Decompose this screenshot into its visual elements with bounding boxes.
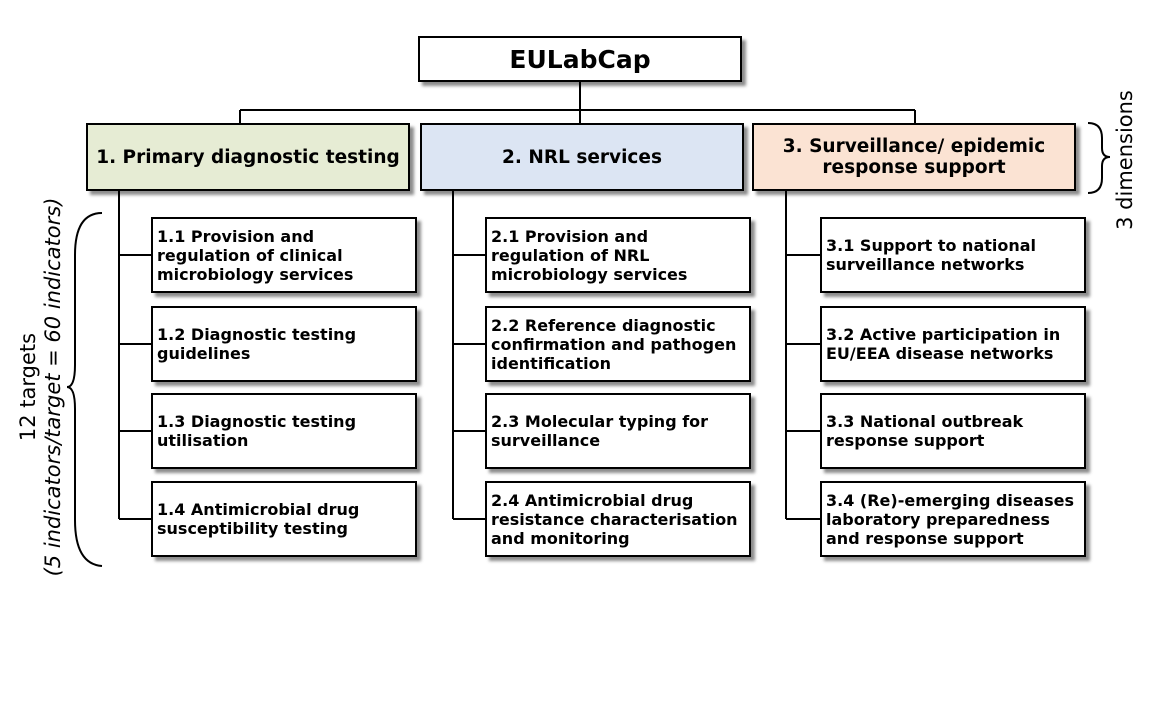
target-2-3: 2.3 Molecular typing for surveillance	[485, 393, 751, 469]
dimension-label: 1. Primary diagnostic testing	[96, 146, 400, 168]
target-label: 2.3 Molecular typing for surveillance	[491, 412, 709, 450]
target-label: 2.4 Antimicrobial drug resistance charac…	[491, 490, 738, 548]
root-node: EULabCap	[418, 36, 742, 82]
dimension-label: 2. NRL services	[502, 146, 662, 168]
targets-count-label: 12 targets	[16, 332, 40, 442]
target-label: 3.4 (Re)-emerging diseases laboratory pr…	[826, 490, 1074, 548]
target-2-1: 2.1 Provision and regulation of NRL micr…	[485, 217, 751, 293]
target-label: 3.1 Support to national surveillance net…	[826, 236, 1037, 274]
indicators-count-label: (5 indicators/target = 60 indicators)	[41, 197, 65, 577]
target-label: 2.1 Provision and regulation of NRL micr…	[491, 226, 688, 284]
target-2-4: 2.4 Antimicrobial drug resistance charac…	[485, 481, 751, 557]
target-3-1: 3.1 Support to national surveillance net…	[820, 217, 1086, 293]
target-label: 3.2 Active participation in EU/EEA disea…	[826, 325, 1061, 363]
root-label: EULabCap	[509, 44, 651, 74]
target-3-3: 3.3 National outbreak response support	[820, 393, 1086, 469]
target-label: 1.4 Antimicrobial drug susceptibility te…	[157, 500, 360, 538]
dimension-primary-diagnostic-testing: 1. Primary diagnostic testing	[86, 123, 410, 191]
target-3-4: 3.4 (Re)-emerging diseases laboratory pr…	[820, 481, 1086, 557]
target-1-3: 1.3 Diagnostic testing utilisation	[151, 393, 417, 469]
target-label: 3.3 National outbreak response support	[826, 412, 1024, 450]
target-label: 1.3 Diagnostic testing utilisation	[157, 412, 357, 450]
dimensions-brace	[1087, 122, 1111, 194]
dimension-surveillance-response-support: 3. Surveillance/ epidemic response suppo…	[752, 123, 1076, 191]
dimension-label: 3. Surveillance/ epidemic response suppo…	[782, 136, 1046, 178]
targets-brace	[66, 212, 103, 567]
target-2-2: 2.2 Reference diagnostic confirmation an…	[485, 306, 751, 382]
target-1-1: 1.1 Provision and regulation of clinical…	[151, 217, 417, 293]
target-label: 1.1 Provision and regulation of clinical…	[157, 226, 354, 284]
dimension-nrl-services: 2. NRL services	[420, 123, 744, 191]
dimensions-count-label: 3 dimensions	[1113, 90, 1137, 230]
target-1-2: 1.2 Diagnostic testing guidelines	[151, 306, 417, 382]
target-1-4: 1.4 Antimicrobial drug susceptibility te…	[151, 481, 417, 557]
target-3-2: 3.2 Active participation in EU/EEA disea…	[820, 306, 1086, 382]
target-label: 1.2 Diagnostic testing guidelines	[157, 325, 357, 363]
target-label: 2.2 Reference diagnostic confirmation an…	[491, 315, 737, 373]
